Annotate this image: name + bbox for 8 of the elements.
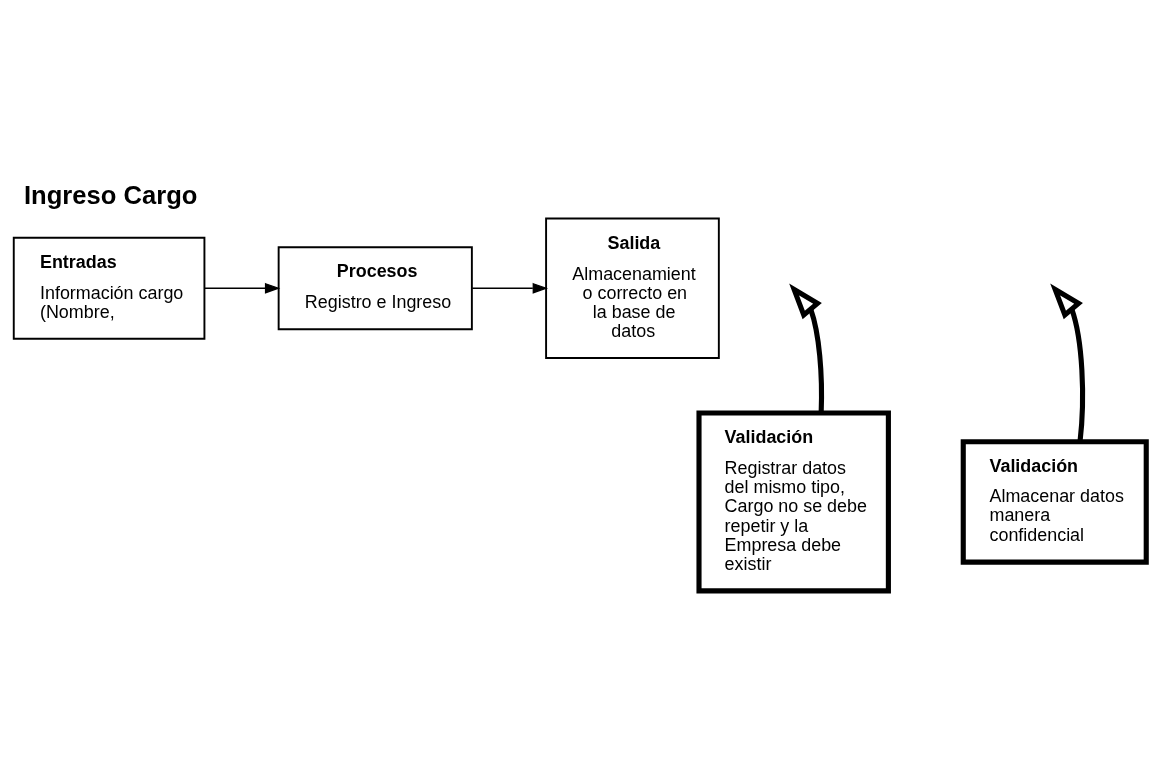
node-box: Entradas Información cargo (Nombre, <box>12 236 206 340</box>
arrow <box>204 282 281 294</box>
arrow <box>471 282 548 294</box>
node-box: Procesos Registro e Ingreso <box>277 246 473 331</box>
node-box: Validación Almacenar datos manera confidencial <box>960 439 1149 565</box>
diagram-title: Ingreso Cargo <box>24 181 198 210</box>
node-box: Salida Almacenamient o correcto en la base de datos <box>545 217 720 359</box>
node-box: Validación Registrar datos del mismo tipo, Cargo no se debe repetir y la Empresa debe existir <box>696 410 891 594</box>
